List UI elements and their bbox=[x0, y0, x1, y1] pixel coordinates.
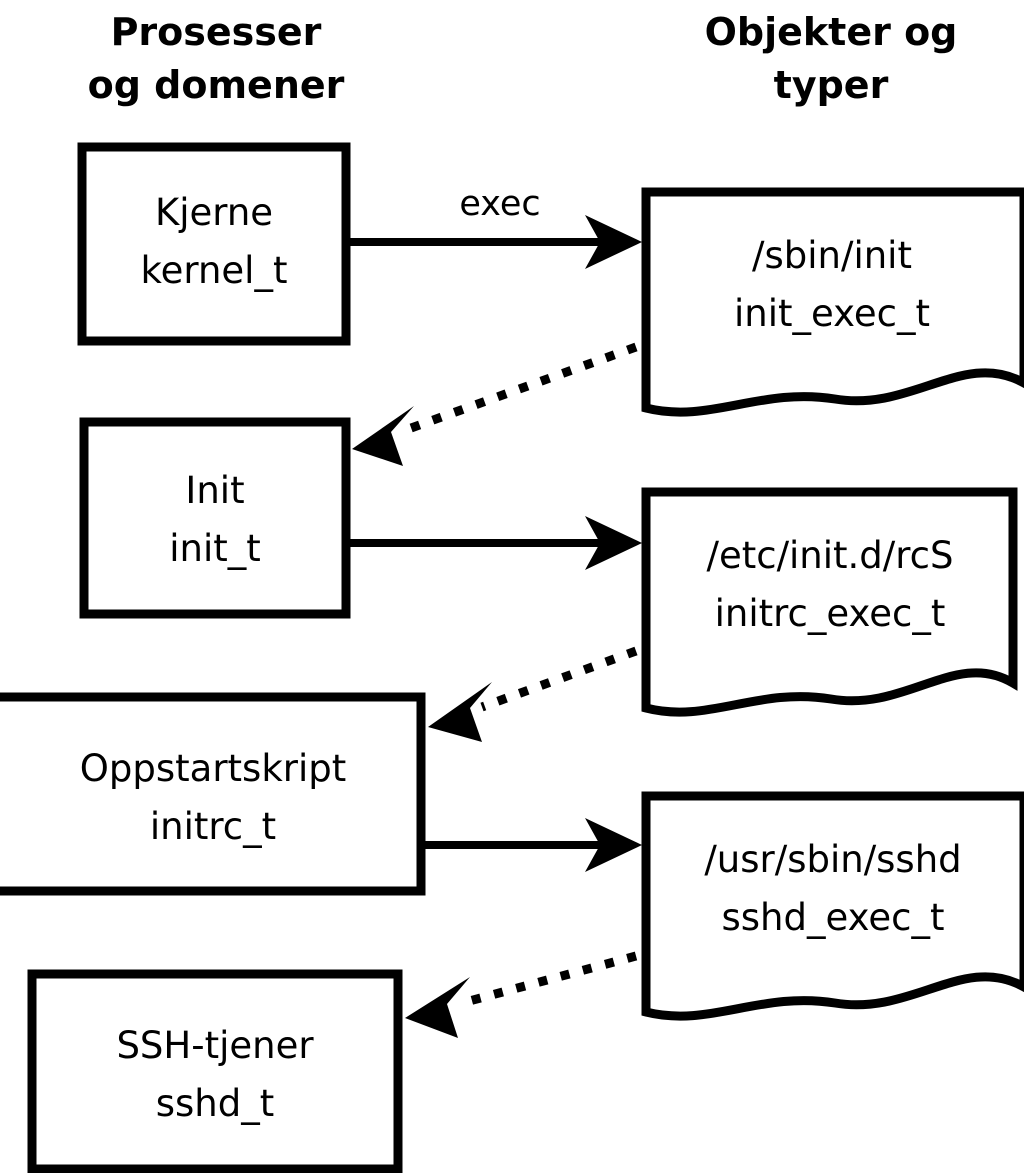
node-sshd-line1: SSH-tjener bbox=[116, 1024, 314, 1067]
node-sshd-box[interactable] bbox=[27, 969, 403, 1173]
node-initrc[interactable]: Oppstartskript initrc_t bbox=[0, 692, 426, 896]
node-kernel[interactable]: Kjerne kernel_t bbox=[77, 142, 351, 346]
edge-initrc-exec-sshd-arrowhead bbox=[585, 818, 642, 872]
node-init-exec[interactable]: /sbin/init init_exec_t bbox=[641, 187, 1024, 417]
column-header-objects-line1: Objekter og bbox=[705, 10, 958, 54]
node-initrc-exec-line1: /etc/init.d/rcS bbox=[706, 534, 953, 577]
edge-initrc-exec-transition-initrc bbox=[428, 646, 638, 742]
node-initrc-box[interactable] bbox=[0, 692, 426, 896]
edge-kernel-exec-init: exec bbox=[350, 184, 642, 269]
edge-initrc-exec-transition-initrc-arrowhead bbox=[428, 682, 492, 742]
edge-init-exec-initrc bbox=[350, 516, 642, 570]
node-init[interactable]: Init init_t bbox=[79, 417, 351, 619]
column-header-objects-line2: typer bbox=[774, 63, 889, 107]
node-sshd-exec-line1: /usr/sbin/sshd bbox=[704, 838, 961, 881]
node-kernel-box[interactable] bbox=[77, 142, 351, 346]
edge-sshd-exec-transition-sshd bbox=[405, 951, 638, 1038]
node-initrc-exec-document-shape[interactable] bbox=[641, 487, 1018, 717]
edge-init-exec-transition-init bbox=[352, 342, 638, 466]
node-kernel-line2: kernel_t bbox=[141, 249, 288, 292]
node-initrc-exec[interactable]: /etc/init.d/rcS initrc_exec_t bbox=[641, 487, 1018, 717]
node-initrc-line1: Oppstartskript bbox=[80, 747, 346, 790]
node-sshd-exec[interactable]: /usr/sbin/sshd sshd_exec_t bbox=[641, 791, 1024, 1021]
edge-initrc-exec-sshd bbox=[425, 818, 642, 872]
node-init-exec-line1: /sbin/init bbox=[752, 234, 912, 277]
column-header-objects: Objekter og typer bbox=[705, 10, 958, 107]
node-sshd-exec-line2: sshd_exec_t bbox=[722, 896, 945, 939]
node-init-line1: Init bbox=[185, 469, 244, 512]
edge-init-exec-transition-init-arrowhead bbox=[352, 406, 414, 466]
column-header-processes-line2: og domener bbox=[88, 63, 345, 107]
node-sshd-exec-document-shape[interactable] bbox=[641, 791, 1024, 1021]
node-init-line2: init_t bbox=[169, 527, 261, 570]
column-header-processes-line1: Prosesser bbox=[111, 10, 322, 54]
edge-kernel-exec-init-arrowhead bbox=[585, 215, 642, 269]
node-initrc-exec-line2: initrc_exec_t bbox=[715, 592, 946, 635]
edge-sshd-exec-transition-sshd-line bbox=[460, 951, 638, 1008]
node-sshd[interactable]: SSH-tjener sshd_t bbox=[27, 969, 403, 1173]
node-init-box[interactable] bbox=[79, 417, 351, 619]
edge-init-exec-initrc-arrowhead bbox=[585, 516, 642, 570]
edge-initrc-exec-transition-initrc-line bbox=[480, 646, 638, 712]
node-kernel-line1: Kjerne bbox=[155, 191, 273, 234]
edge-label-exec: exec bbox=[459, 184, 540, 224]
edge-init-exec-transition-init-line bbox=[398, 342, 638, 437]
column-header-processes: Prosesser og domener bbox=[88, 10, 345, 107]
node-init-exec-document-shape[interactable] bbox=[641, 187, 1024, 417]
node-sshd-line2: sshd_t bbox=[156, 1082, 275, 1125]
node-init-exec-line2: init_exec_t bbox=[734, 292, 930, 335]
node-initrc-line2: initrc_t bbox=[150, 805, 276, 848]
edge-sshd-exec-transition-sshd-arrowhead bbox=[405, 977, 470, 1038]
